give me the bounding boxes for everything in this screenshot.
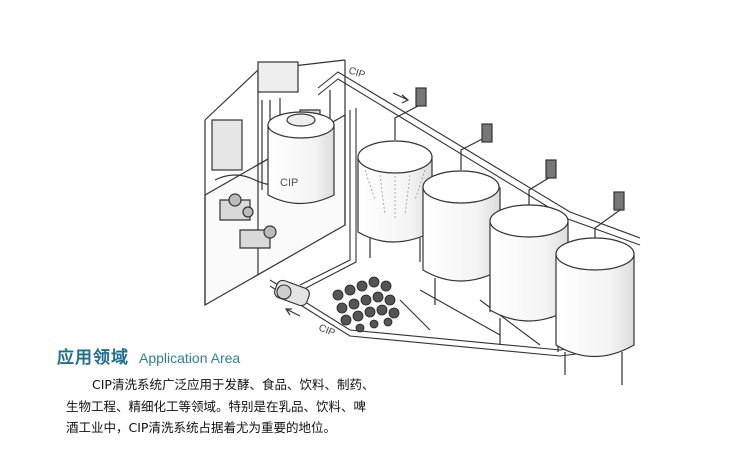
section-body: CIP清洗系统广泛应用于发酵、食品、饮料、制药、 生物工程、精细化工等领域。特别… bbox=[66, 374, 446, 439]
valve-manifold bbox=[332, 276, 400, 333]
flow-arrow-bottom bbox=[284, 308, 301, 317]
process-tank-3 bbox=[489, 159, 569, 352]
cip-tank: CIP bbox=[267, 111, 335, 204]
section-title-en: Application Area bbox=[139, 350, 241, 366]
section-title-zh: 应用领域 bbox=[57, 348, 129, 368]
cip-pipe-label-bottom: CIP bbox=[317, 323, 337, 340]
body-line-3: 酒工业中，CIP清洗系统占据着尤为重要的地位。 bbox=[66, 420, 336, 435]
cip-tank-label: CIP bbox=[280, 177, 298, 189]
return-pump bbox=[274, 279, 310, 307]
section-heading: 应用领域 Application Area bbox=[57, 343, 240, 368]
process-tank-2 bbox=[422, 123, 501, 312]
flow-arrow-top bbox=[392, 92, 410, 104]
process-tank-4 bbox=[555, 191, 635, 385]
cip-supply-pipe bbox=[299, 71, 641, 289]
body-line-1: CIP清洗系统广泛应用于发酵、食品、饮料、制药、 bbox=[92, 377, 375, 392]
body-line-2: 生物工程、精细化工等领域。特别是在乳品、饮料、啤 bbox=[66, 398, 367, 414]
cip-pipe-label-top: CIP bbox=[347, 65, 367, 81]
